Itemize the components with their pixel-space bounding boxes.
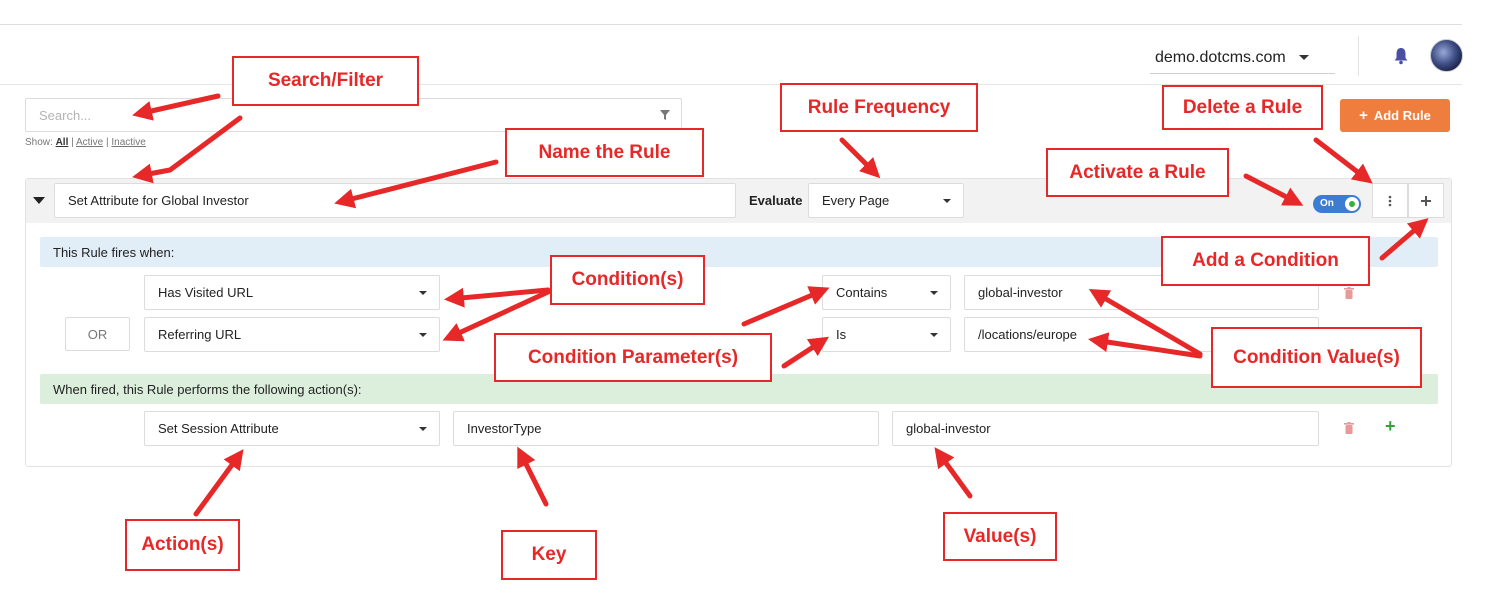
callout-values: Value(s) — [943, 512, 1057, 561]
site-selector[interactable]: demo.dotcms.com — [1150, 42, 1335, 74]
chevron-down-icon — [943, 198, 951, 203]
action-key-input[interactable]: InvestorType — [453, 411, 879, 446]
frequency-select[interactable]: Every Page — [808, 183, 964, 218]
chevron-down-icon — [419, 332, 427, 337]
filter-inactive-link[interactable]: Inactive — [111, 137, 146, 148]
filter-active-link[interactable]: Active — [75, 137, 104, 148]
chevron-down-icon — [1298, 55, 1309, 60]
collapse-icon[interactable] — [33, 197, 45, 204]
chevron-down-icon — [419, 426, 427, 431]
more-vertical-icon — [1388, 195, 1392, 206]
bell-icon[interactable] — [1393, 47, 1409, 65]
action-type-select[interactable]: Set Session Attribute — [144, 411, 440, 446]
filter-all-link[interactable]: All — [55, 137, 69, 148]
rule-menu-button[interactable] — [1372, 183, 1408, 218]
callout-add-condition: Add a Condition — [1161, 236, 1370, 286]
plus-icon — [1421, 195, 1431, 206]
header-border — [0, 84, 1462, 85]
callout-search-filter: Search/Filter — [232, 56, 419, 106]
chevron-down-icon — [419, 290, 427, 295]
callout-actions: Action(s) — [125, 519, 240, 571]
avatar[interactable] — [1430, 39, 1463, 72]
callout-name-rule: Name the Rule — [505, 128, 704, 177]
add-action-icon[interactable]: + — [1385, 416, 1396, 436]
callout-conditions: Condition(s) — [550, 255, 705, 305]
logical-operator-toggle[interactable]: OR — [65, 317, 130, 351]
header-divider — [1358, 36, 1359, 76]
chevron-down-icon — [930, 332, 938, 337]
callout-condition-values: Condition Value(s) — [1211, 327, 1422, 388]
filter-icon[interactable] — [660, 110, 670, 120]
evaluate-label: Evaluate — [749, 193, 803, 208]
delete-action-icon[interactable] — [1344, 422, 1354, 434]
chevron-down-icon — [930, 290, 938, 295]
add-rule-button[interactable]: + Add Rule — [1340, 99, 1450, 132]
callout-condition-parameters: Condition Parameter(s) — [494, 333, 772, 382]
plus-icon: + — [1359, 107, 1368, 124]
condition-comparison-select[interactable]: Is — [822, 317, 951, 352]
rule-active-toggle[interactable]: On — [1313, 195, 1361, 213]
top-border — [0, 24, 1462, 25]
add-condition-group-button[interactable] — [1408, 183, 1444, 218]
callout-activate-rule: Activate a Rule — [1046, 148, 1229, 197]
rule-name-input[interactable]: Set Attribute for Global Investor — [54, 183, 736, 218]
callout-key: Key — [501, 530, 597, 580]
action-value-input[interactable]: global-investor — [892, 411, 1319, 446]
condition-comparison-select[interactable]: Contains — [822, 275, 951, 310]
condition-type-select[interactable]: Referring URL — [144, 317, 440, 352]
callout-rule-frequency: Rule Frequency — [780, 83, 978, 132]
site-name: demo.dotcms.com — [1155, 48, 1286, 66]
condition-type-select[interactable]: Has Visited URL — [144, 275, 440, 310]
delete-condition-icon[interactable] — [1344, 287, 1354, 299]
callout-delete-rule: Delete a Rule — [1162, 85, 1323, 130]
status-filter: Show: All | Active | Inactive — [25, 137, 146, 148]
